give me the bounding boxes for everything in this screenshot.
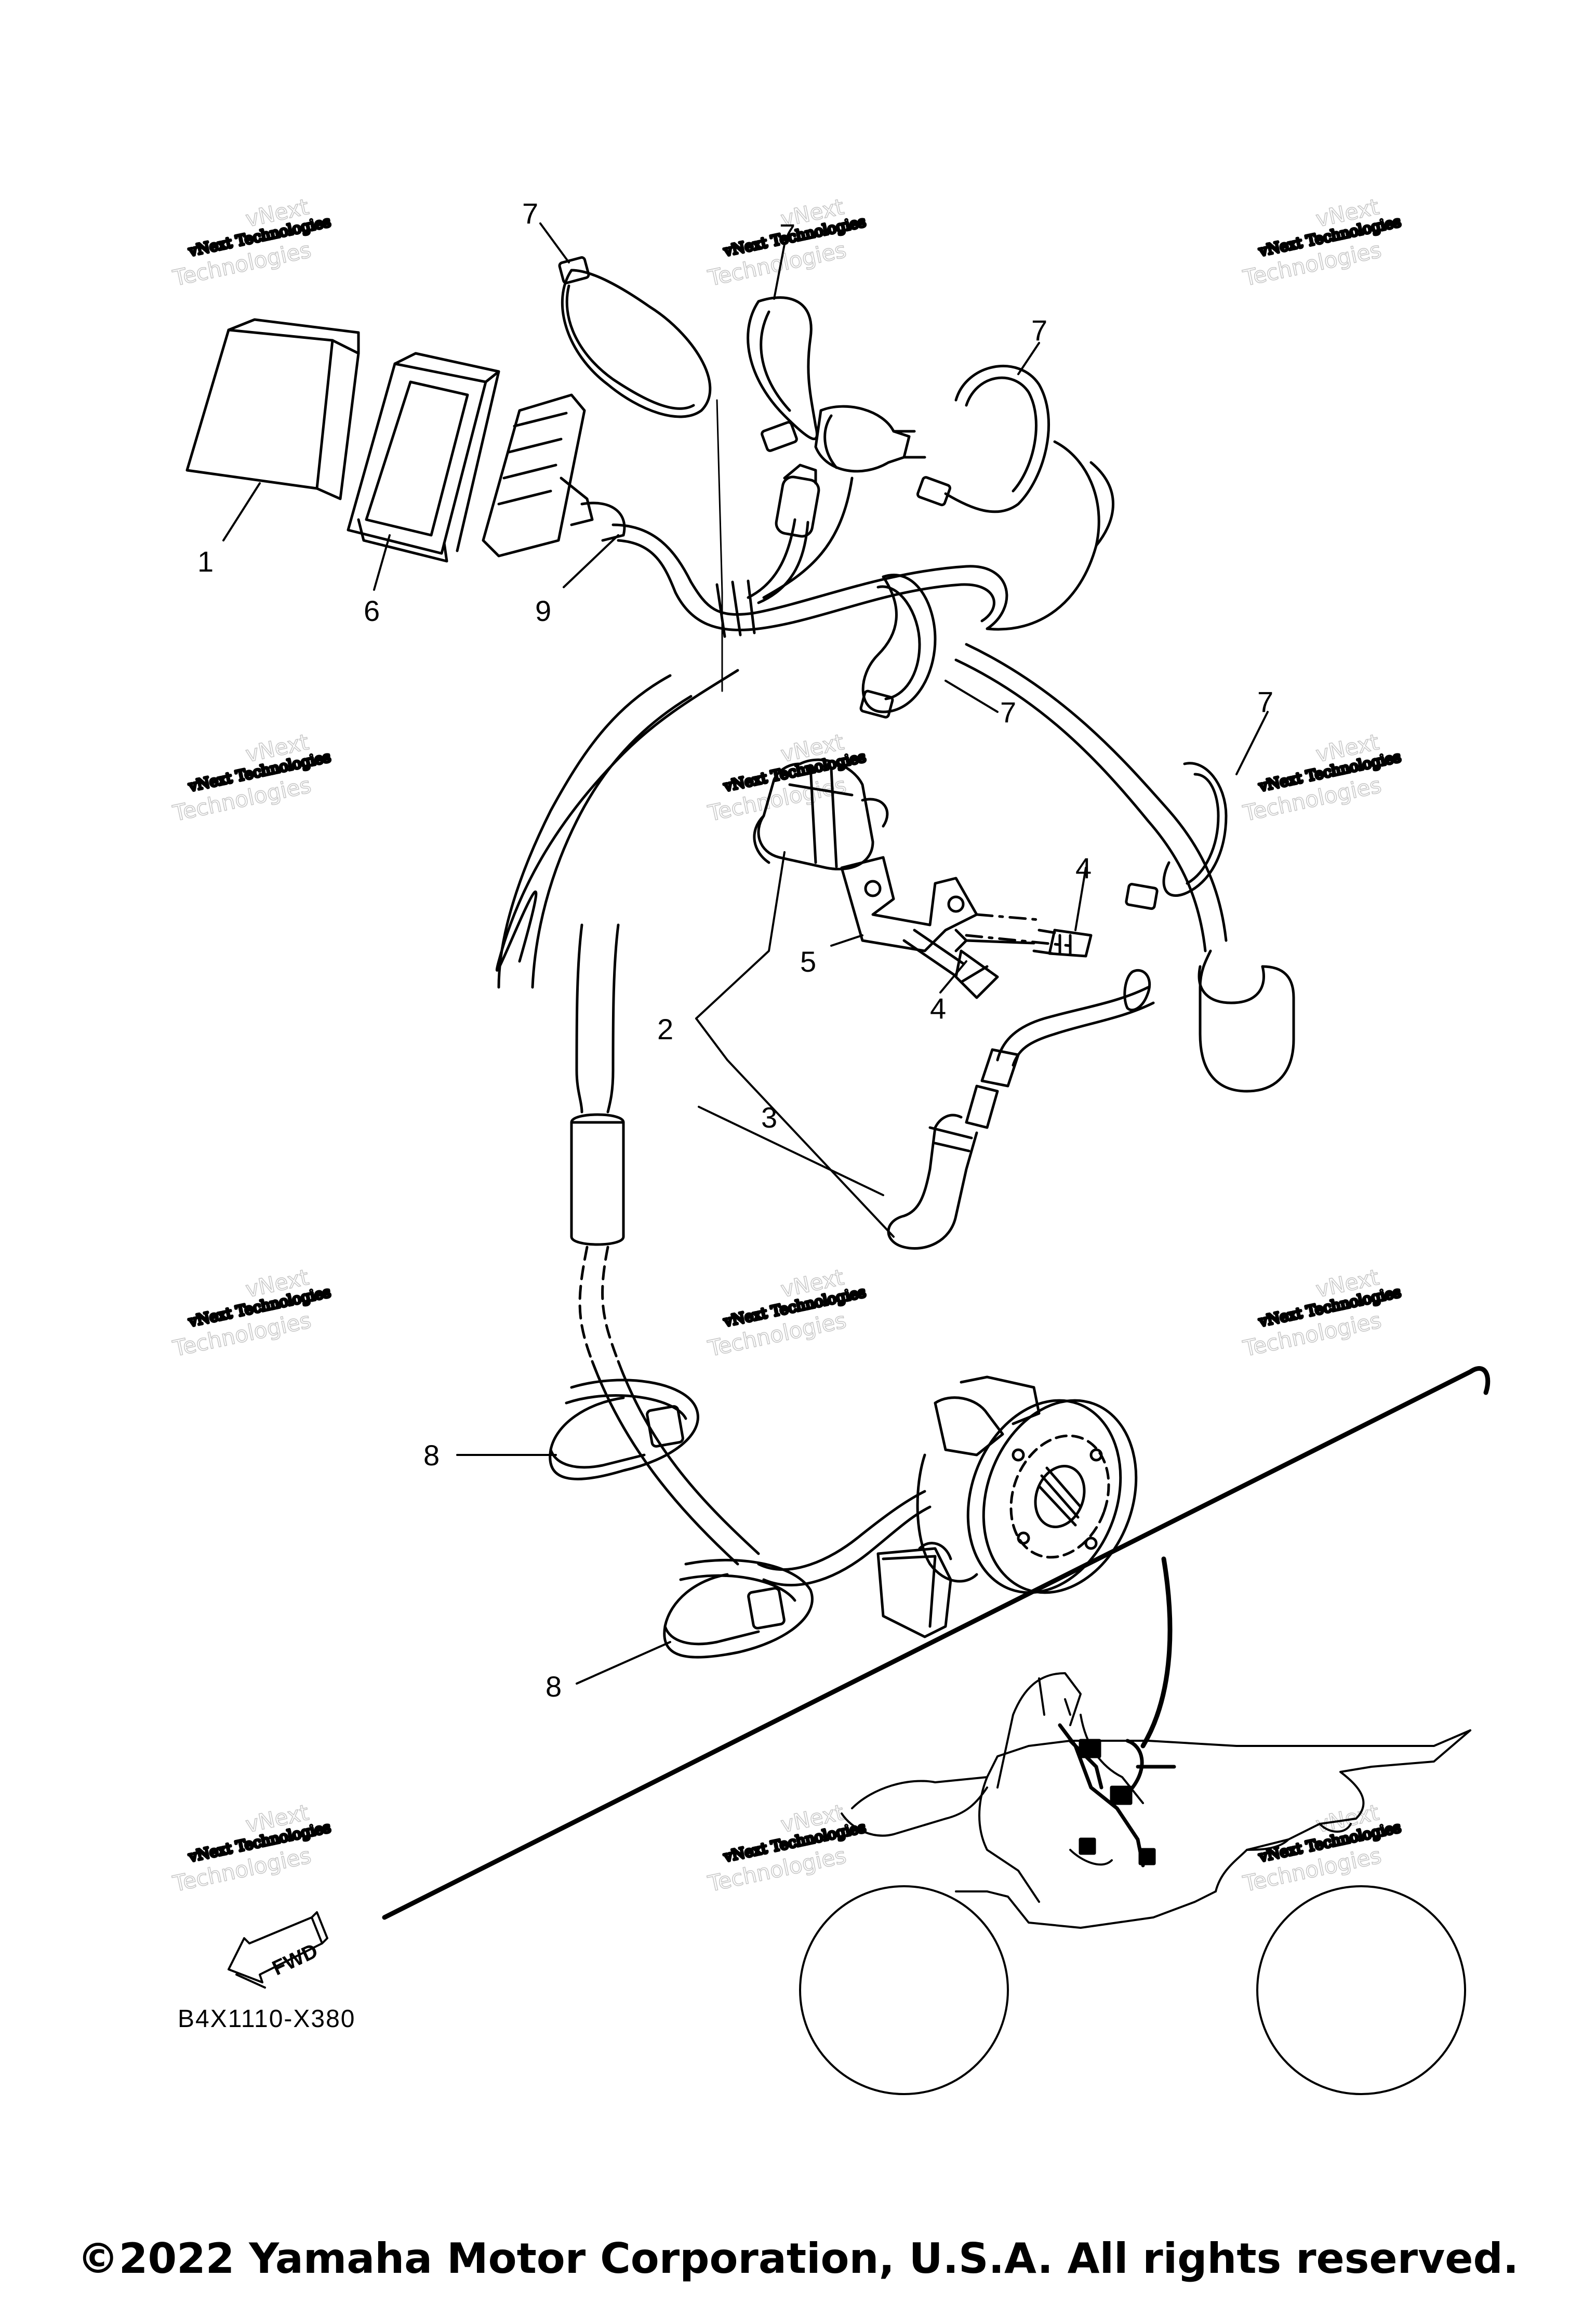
callout-9: 9: [535, 594, 551, 627]
callout-7: 7: [779, 218, 795, 250]
inset-divider: [382, 1366, 1491, 1920]
leader-lines: [222, 222, 1269, 1685]
stator-lead: [570, 923, 932, 1586]
callout-2: 2: [657, 1013, 673, 1045]
callout-4: 4: [1075, 852, 1092, 884]
callout-7: 7: [522, 197, 538, 230]
callout-4: 4: [930, 992, 946, 1025]
copyright-notice: ©2022 Yamaha Motor Corporation, U.S.A. A…: [77, 2234, 1519, 2283]
callout-7: 7: [1000, 696, 1016, 729]
callout-8: 8: [423, 1439, 440, 1472]
fwd-label: FWD: [269, 1939, 321, 1980]
callout-7: 7: [1257, 685, 1273, 718]
part-9-wire-harness: [482, 393, 1295, 1093]
part-3-plug-cap: [887, 969, 1155, 1250]
part-6-rubber-holder: [347, 352, 500, 563]
part-2-ignition-coil: [753, 758, 889, 871]
motorcycle-locator-inset: [799, 1556, 1471, 2095]
callout-3: 3: [761, 1101, 777, 1134]
callout-6: 6: [364, 594, 380, 627]
callout-8: 8: [546, 1670, 562, 1703]
callout-labels: 7 7 7 1 6 9 7 7 4 5 4 2 3 8 8 FWD: [197, 197, 1273, 1980]
part-1-cdi-cover: [185, 318, 360, 500]
part-7-cable-bands: [558, 256, 1228, 910]
part-8-bands: [549, 1379, 814, 1659]
callout-5: 5: [800, 945, 816, 978]
callout-7: 7: [1031, 314, 1047, 347]
fwd-arrow-icon: [228, 1911, 328, 1989]
stator-assembly: [876, 1375, 1138, 1638]
reference-code: B4X1110-X380: [178, 2005, 356, 2033]
part-5-bracket: [840, 856, 1041, 952]
part-4-bolts: [902, 929, 1093, 999]
callout-1: 1: [197, 545, 214, 578]
